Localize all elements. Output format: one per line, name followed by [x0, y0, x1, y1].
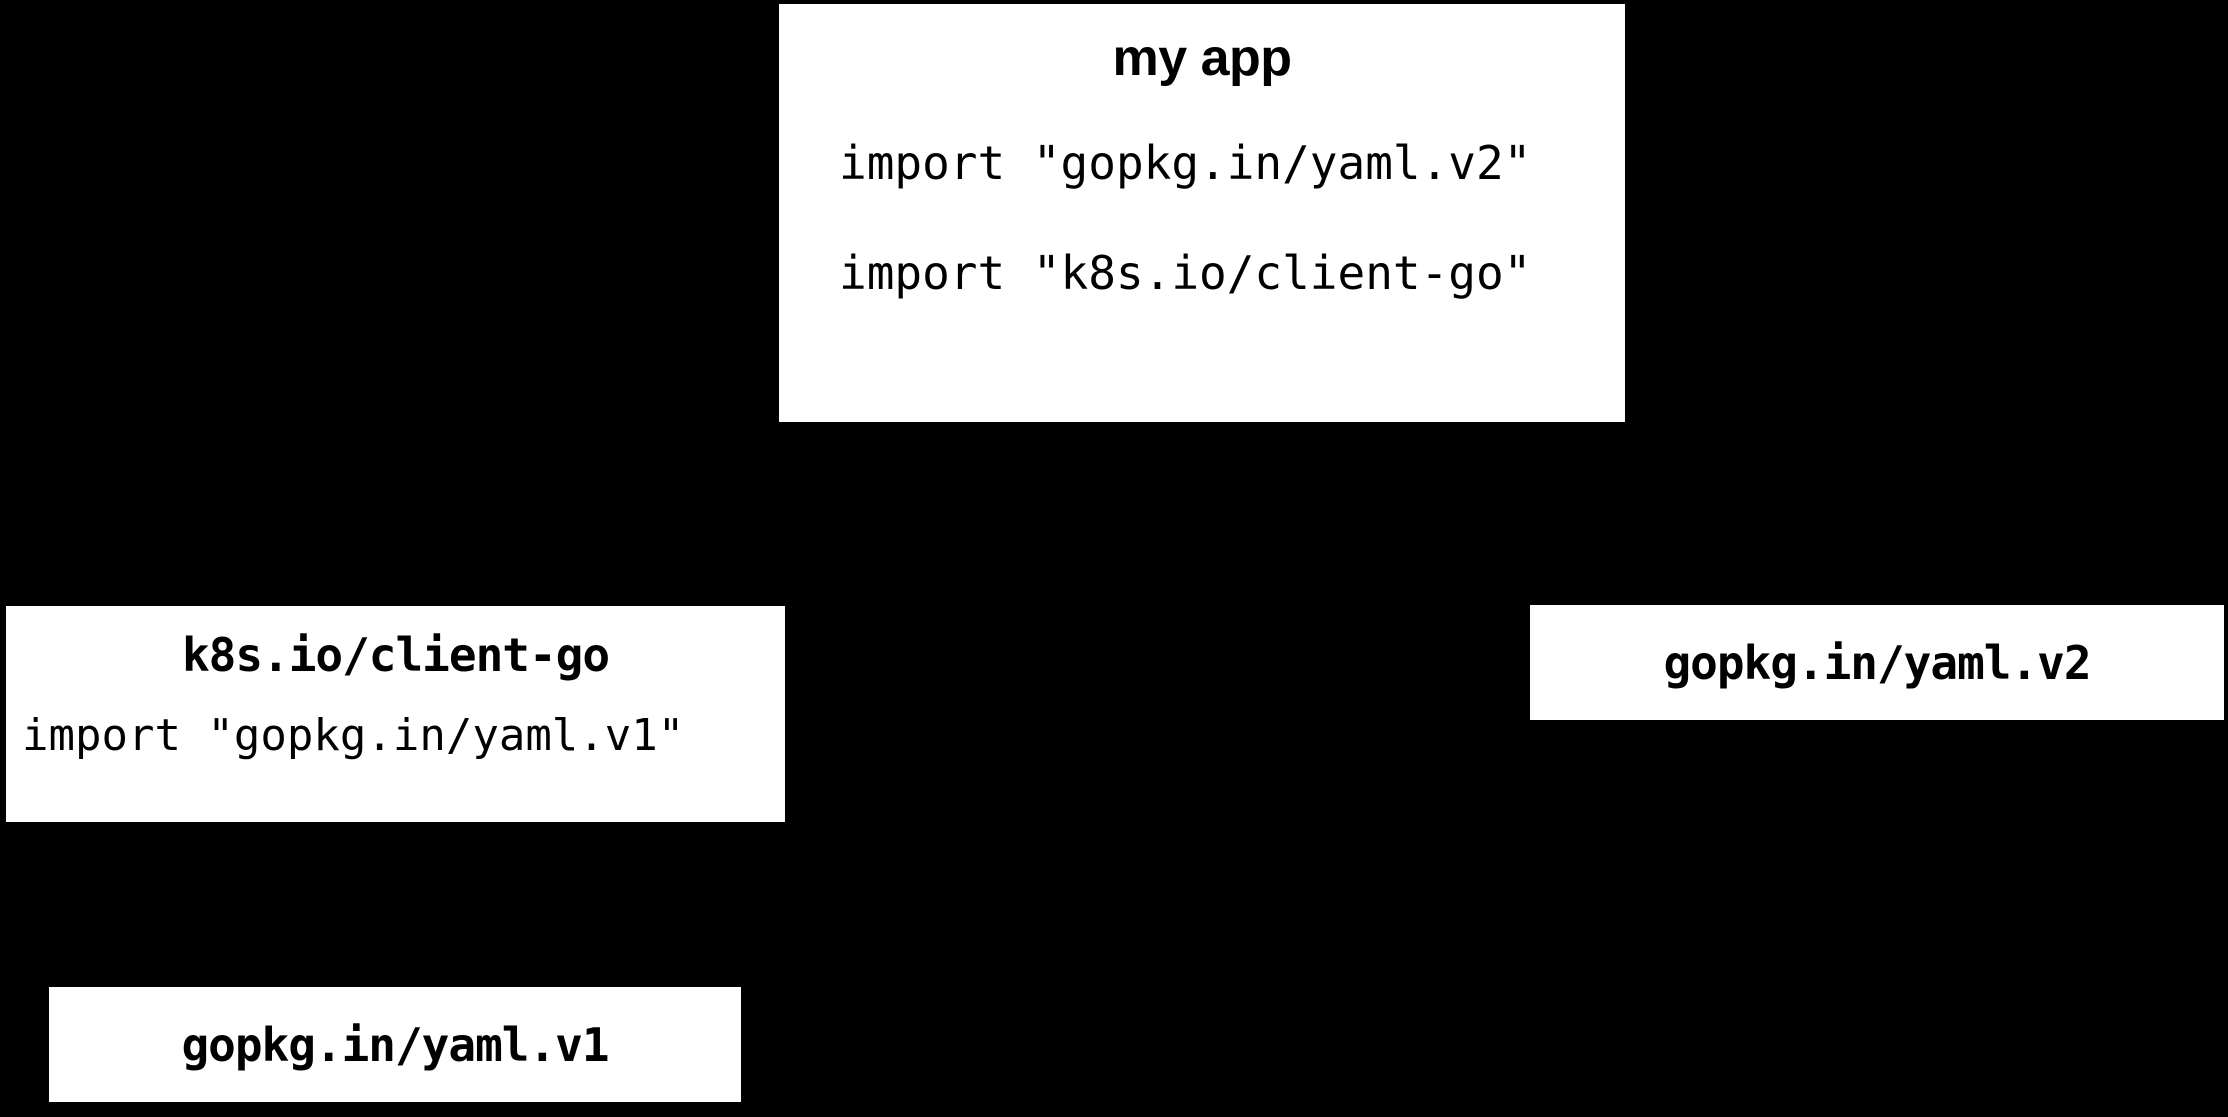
node-k8s-io-client-go-title: k8s.io/client-go [181, 628, 610, 682]
node-my-app-title: my app [1112, 29, 1292, 87]
node-gopkg-in-yaml-v1[interactable]: gopkg.in/yaml.v1 [49, 987, 741, 1102]
node-gopkg-in-yaml-v1-title: gopkg.in/yaml.v1 [181, 1017, 609, 1072]
node-gopkg-in-yaml-v2-title: gopkg.in/yaml.v2 [1663, 635, 2091, 690]
node-k8s-io-client-go-import-gopkg-in-yaml-v1: import "gopkg.in/yaml.v1" [22, 710, 685, 761]
node-my-app[interactable]: my app import "gopkg.in/yaml.v2" import … [779, 4, 1625, 422]
node-my-app-import-k8s-io-client-go: import "k8s.io/client-go" [839, 246, 1532, 300]
node-k8s-io-client-go[interactable]: k8s.io/client-go import "gopkg.in/yaml.v… [6, 606, 785, 822]
node-my-app-import-gopkg-in-yaml-v2: import "gopkg.in/yaml.v2" [839, 136, 1532, 190]
node-gopkg-in-yaml-v2[interactable]: gopkg.in/yaml.v2 [1530, 605, 2224, 720]
